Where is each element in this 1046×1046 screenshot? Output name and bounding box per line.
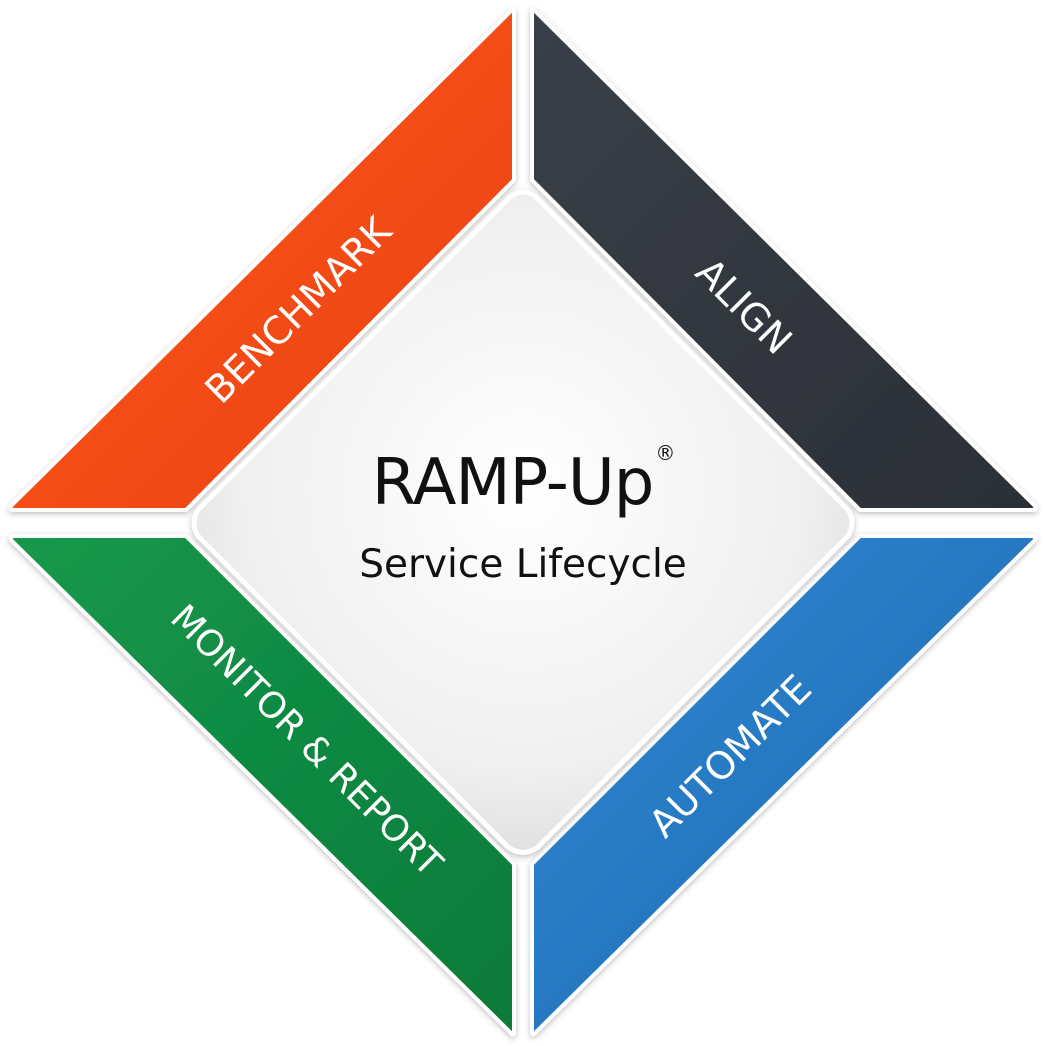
title-text: RAMP-Up xyxy=(371,446,655,520)
diagram-subtitle: Service Lifecycle xyxy=(359,542,687,587)
registered-mark: ® xyxy=(655,440,675,465)
diagram-title: RAMP-Up® xyxy=(371,441,676,520)
automate-segment xyxy=(530,534,1038,1037)
monitor-segment xyxy=(8,534,516,1037)
center-diamond xyxy=(191,189,855,855)
align-segment xyxy=(530,7,1038,512)
benchmark-segment xyxy=(8,7,516,512)
